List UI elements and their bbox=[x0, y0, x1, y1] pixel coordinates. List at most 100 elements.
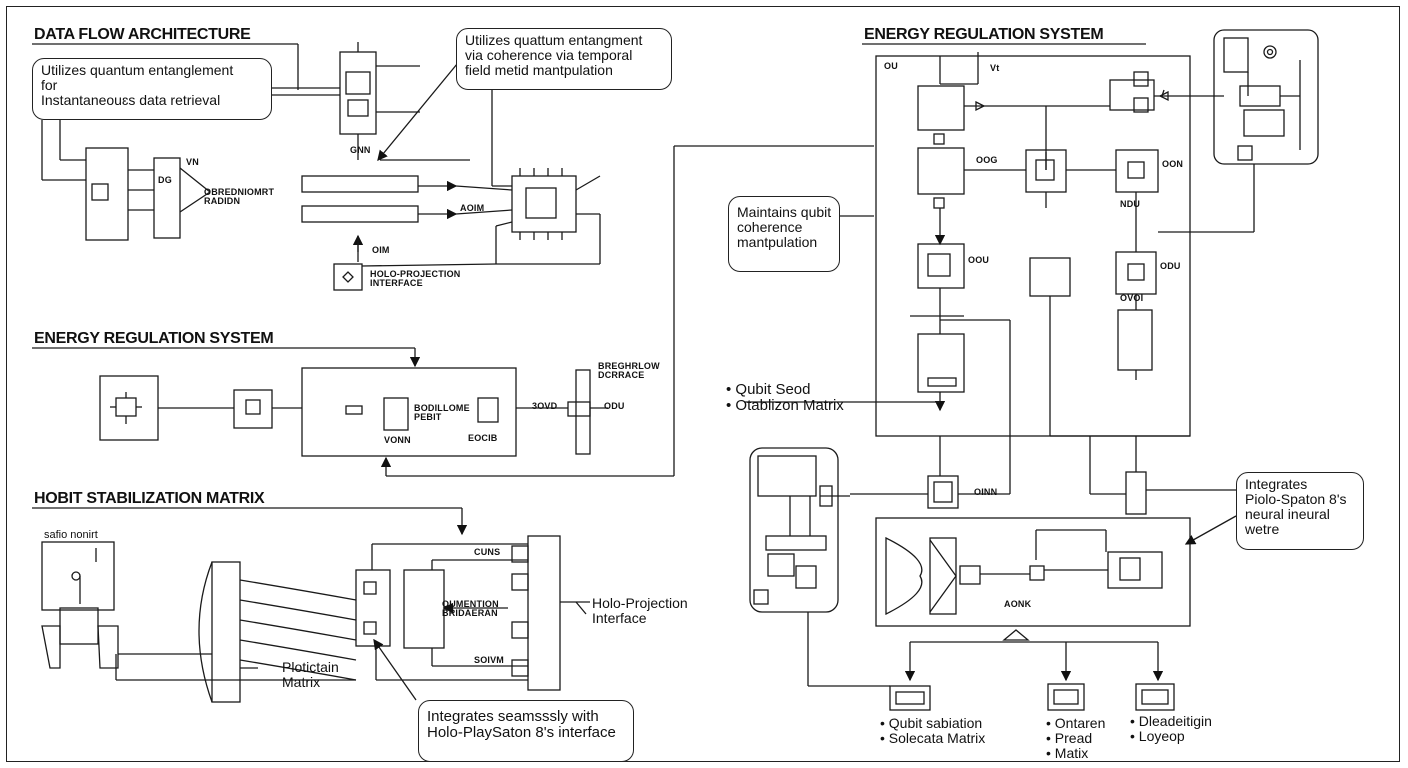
callout-entanglement: Utilizes quantum entanglement for Instan… bbox=[32, 58, 272, 120]
callout-line: Instantaneouɛs data retrieval bbox=[41, 92, 221, 109]
label-line: • Otablizon Matrix bbox=[726, 397, 844, 415]
section-title-data-flow: DATA FLOW ARCHITECTURE bbox=[34, 26, 251, 43]
stabilizer-block bbox=[355, 569, 391, 647]
switch-block-b bbox=[1115, 149, 1159, 193]
sensor-block bbox=[41, 541, 115, 611]
label-line: Interface bbox=[592, 610, 647, 627]
label-line: PEBIT bbox=[414, 412, 442, 423]
label-dleadeitigin: • Dleadeitigin • Loyeop bbox=[1130, 713, 1212, 745]
label-line: • Solecata Matrix bbox=[880, 730, 986, 747]
regulator-block bbox=[233, 389, 273, 429]
label-holo-projection-interface: HOLO-PROJECTION INTERFACE bbox=[370, 269, 461, 289]
callout-line: Utilizes quantum entanglement bbox=[41, 62, 234, 78]
matrix-bus bbox=[527, 535, 561, 691]
label-line: BREGHRLOW bbox=[598, 361, 660, 371]
label-line: • Pread bbox=[1046, 730, 1093, 747]
label-line: Plotictain bbox=[282, 659, 339, 675]
energy-source-block bbox=[99, 375, 159, 441]
label-line: BODILLOME bbox=[414, 403, 470, 413]
label-3ovd: 3OVD bbox=[532, 401, 558, 411]
label-line: • Ontaren bbox=[1046, 715, 1106, 731]
junction-b bbox=[1125, 471, 1147, 515]
label-dg: DG bbox=[158, 175, 172, 185]
label-odu: ODU bbox=[604, 401, 625, 411]
label-line: RADIDN bbox=[204, 196, 241, 207]
holo-projection-icon bbox=[333, 263, 363, 291]
label-line: • Matix bbox=[1046, 745, 1089, 762]
label-ontaren: • Ontaren • Pread • Matix bbox=[1046, 715, 1106, 762]
reg-block-a bbox=[917, 85, 965, 131]
label-line: Holo-Projection bbox=[592, 595, 688, 611]
label-line: Matrix bbox=[282, 674, 321, 691]
label-aonk: AONK bbox=[1004, 599, 1032, 609]
callout-line: Integrates seamsssly with bbox=[427, 708, 599, 725]
label-line: BRIDAERAN bbox=[442, 608, 498, 619]
label-aoim: AOIM bbox=[460, 203, 485, 213]
base-block bbox=[59, 607, 99, 645]
output-monitor-b bbox=[1047, 683, 1085, 711]
callout-line: neural ineural bbox=[1245, 506, 1330, 523]
core-chip bbox=[511, 175, 577, 233]
section-title-hobit: HOBIT STABILIZATION MATRIX bbox=[34, 490, 265, 507]
label-line: OUMENTION bbox=[442, 599, 499, 609]
callout-coherence-temporal: Utilizes quattum entangment via coherenc… bbox=[456, 28, 672, 90]
label-vn: VN bbox=[186, 157, 199, 167]
label-qubit-seed: • Qubit Seod • Otablizon Matrix bbox=[726, 381, 844, 415]
inset-panel bbox=[1213, 29, 1319, 165]
callout-line: Holo-PlaySaton 8's interface bbox=[427, 724, 616, 742]
ribbon-connector bbox=[211, 561, 241, 703]
output-monitor-c bbox=[1135, 683, 1175, 711]
label-oou: OOU bbox=[968, 255, 990, 265]
reg-block-g bbox=[1115, 251, 1157, 295]
left-module-block bbox=[85, 147, 129, 241]
label-oumention: OUMENTION BRIDAERAN bbox=[442, 599, 499, 619]
label-oinn: OINN bbox=[974, 487, 998, 497]
flux-block bbox=[567, 401, 591, 417]
label-qubit-stabilization: • Qubit sabiation • Solecata Matrix bbox=[880, 715, 986, 747]
energy-right-box bbox=[875, 55, 1191, 437]
label-vt: Vt bbox=[990, 63, 1000, 73]
label-ndu: NDU bbox=[1120, 199, 1141, 209]
callout-line: wetre bbox=[1245, 521, 1280, 538]
label-soivm: SOIVM bbox=[474, 655, 505, 665]
callout-line: for bbox=[41, 77, 58, 94]
junction-a bbox=[927, 475, 959, 509]
reg-block-f bbox=[1029, 257, 1071, 297]
label-bodillome: BODILLOME PEBIT bbox=[414, 403, 470, 423]
pipe-upper bbox=[301, 175, 419, 193]
label-safio: safio nonirt bbox=[44, 529, 98, 541]
energy-core-box bbox=[301, 367, 517, 457]
label-oon: OON bbox=[1162, 159, 1184, 169]
label-line: OBREDNIOMRT bbox=[204, 187, 275, 197]
label-line: INTERFACE bbox=[370, 278, 423, 289]
label-line: • Loyeop bbox=[1130, 728, 1185, 745]
neural-box bbox=[875, 517, 1191, 627]
callout-integrates-neural: Integrates Piolo-Spaton 8's neural ineur… bbox=[1236, 472, 1364, 550]
label-oim: OIM bbox=[372, 245, 390, 255]
connector-block bbox=[153, 157, 181, 239]
callout-line: Integrates bbox=[1245, 476, 1308, 492]
reg-block-c bbox=[917, 147, 965, 195]
label-eocib: EOCIB bbox=[468, 433, 498, 443]
label-line: • Qubit Seod bbox=[726, 381, 811, 398]
label-obredniomrt: OBREDNIOMRT RADIDN bbox=[204, 187, 275, 207]
callout-integrates-playstation: Integrates seamsssly with Holo-PlaySaton… bbox=[418, 700, 634, 762]
reg-block-e bbox=[917, 333, 965, 393]
reg-block-b bbox=[1109, 79, 1155, 111]
label-odu-right: ODU bbox=[1160, 261, 1181, 271]
label-holo-projection: Holo-Projection Interface bbox=[592, 595, 688, 627]
label-oog: OOG bbox=[976, 155, 998, 165]
diagram-frame bbox=[6, 6, 1400, 762]
callout-line: mantpulation bbox=[737, 234, 818, 251]
label-plotictain: Plotictain Matrix bbox=[282, 659, 339, 691]
label-ovoi: OVOI bbox=[1120, 293, 1144, 303]
section-title-energy-right: ENERGY REGULATION SYSTEM bbox=[864, 26, 1104, 43]
callout-line: coherence bbox=[737, 219, 803, 236]
callout-line: Piolo-Spaton 8's bbox=[1245, 491, 1347, 508]
label-line: • Dleadeitigin bbox=[1130, 713, 1212, 729]
section-title-energy-left: ENERGY REGULATION SYSTEM bbox=[34, 330, 274, 347]
label-line: DCRRACE bbox=[598, 370, 645, 381]
label-ou: OU bbox=[884, 61, 898, 71]
label-breghrlow: BREGHRLOW DCRRACE bbox=[598, 361, 660, 381]
